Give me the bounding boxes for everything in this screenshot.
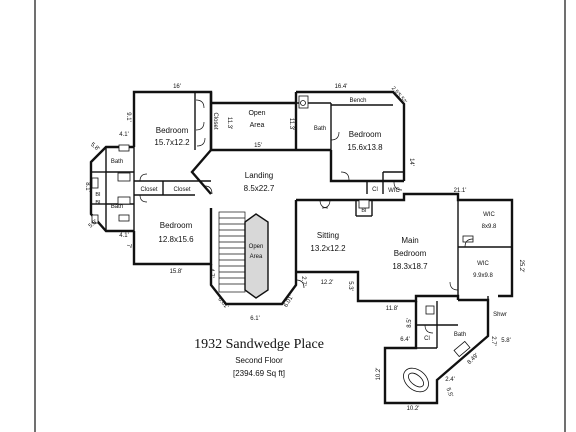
dim-25-2: 25.2' (518, 260, 524, 273)
cl1-label: Cl (372, 187, 378, 193)
main-bedroom-line2: Bedroom (394, 249, 427, 258)
plan-area: [2394.69 Sq ft] (233, 369, 285, 378)
plan-title: 1932 Sandwedge Place (194, 337, 324, 352)
toilet-icon (425, 305, 435, 315)
shower-label: Shwr (493, 312, 507, 318)
bi1-label: BI (95, 192, 101, 198)
stair-open-area (244, 213, 269, 299)
bedroom3-name: Bedroom (160, 221, 193, 230)
open-area-stair-line1: Open (249, 244, 264, 250)
bi3-label: BI (361, 208, 367, 214)
wic2-size: 9.9x9.8 (473, 273, 493, 279)
bath-top-label: Bath (314, 126, 326, 132)
door-swings (139, 99, 474, 334)
title-block: 1932 Sandwedge Place Second Floor [2394.… (194, 337, 324, 378)
dim-6-01-a: 6.01' (216, 297, 229, 311)
room-labels: Bedroom 15.7x12.2 Bedroom 15.6x13.8 Bedr… (95, 98, 506, 342)
wic1-name: WIC (483, 212, 495, 218)
dim-14: 14' (408, 158, 414, 166)
toilet-icon (91, 177, 99, 189)
dim-15: 15' (254, 143, 262, 149)
dim-6-01-b: 6.01' (283, 294, 295, 308)
dim-16-4: 16.4' (335, 84, 348, 90)
bi2-label: BI (95, 200, 101, 206)
dim-4-7: 4.7' (208, 268, 214, 278)
plan-floor: Second Floor (235, 356, 283, 365)
dim-4-1-b: 4.1' (119, 233, 129, 239)
dim-2-5-5-52: 2.5'5.52' (390, 86, 408, 106)
open-area-top-line1: Open (248, 110, 265, 117)
landing-size: 8.5x22.7 (244, 184, 275, 193)
dim-6-1: 6.1' (250, 316, 260, 322)
dim-10-2-a: 10.2' (376, 368, 382, 381)
main-bedroom-size: 18.3x18.7 (392, 262, 428, 271)
bath-left1-label: Bath (111, 159, 123, 165)
dim-4-1-a: 4.1' (119, 132, 129, 138)
dim-2-4: 2.4' (445, 377, 455, 383)
fixtures (91, 95, 474, 393)
exterior-walls (89, 90, 514, 405)
main-bedroom-line1: Main (401, 236, 418, 245)
dim-7: 7' (125, 244, 131, 248)
dim-6-4: 6.4' (400, 337, 410, 343)
dim-5-8-a: 5.8' (89, 142, 100, 153)
wic2-name: WIC (477, 261, 489, 267)
dim-12-2: 12.2' (321, 280, 334, 286)
dim-11-3-b: 11.3' (288, 118, 294, 130)
dim-8-5: 8.5' (407, 318, 413, 328)
dim-5-8-c: 5.8' (501, 338, 511, 344)
interior-walls (91, 92, 512, 349)
sink-icon (453, 340, 471, 358)
wic-small-label: WIC (388, 188, 400, 194)
open-area-top-line2: Area (250, 122, 265, 129)
closet1-label: Closet (140, 187, 157, 193)
sitting-name: Sitting (317, 231, 339, 240)
dim-9-1: 9.1' (125, 112, 131, 122)
sitting-size: 13.2x12.2 (310, 244, 346, 253)
dim-5-5: 5.5' (444, 387, 453, 398)
toilet-icon (91, 214, 99, 224)
dim-8-49: 8.49' (467, 353, 480, 366)
closet2-label: Closet (173, 187, 190, 193)
bedroom1-size: 15.7x12.2 (154, 138, 190, 147)
dim-5-8-b: 5.8' (88, 219, 99, 230)
bedroom2-size: 15.6x13.8 (347, 143, 383, 152)
dim-2-7: 2.7' (300, 276, 306, 286)
bedroom3-size: 12.8x15.6 (158, 235, 194, 244)
landing-name: Landing (245, 171, 273, 180)
dim-15-8: 15.8' (170, 269, 183, 275)
dim-21-1: 21.1' (454, 188, 467, 194)
bench-label: Bench (349, 98, 366, 104)
cl2-label: Cl (424, 336, 430, 342)
dim-16: 16' (173, 84, 181, 90)
bedroom2-name: Bedroom (349, 130, 382, 139)
bedroom1-name: Bedroom (156, 126, 189, 135)
dim-8-1: 8.1' (84, 182, 90, 192)
dim-11-8: 11.8' (386, 306, 398, 312)
open-area-stair-line2: Area (250, 254, 263, 260)
bath-left2-label: Bath (111, 204, 123, 210)
staircase (218, 211, 269, 299)
dim-2-7-b: 2.7' (490, 336, 496, 346)
dim-5-3: 5.3' (347, 281, 353, 291)
closet-vertical-label: Closet (212, 112, 218, 129)
wic1-size: 8x9.8 (482, 224, 497, 230)
bath-main-label: Bath (454, 332, 466, 338)
dim-10-2-b: 10.2' (407, 406, 420, 412)
dim-11-3-a: 11.3' (226, 117, 232, 129)
